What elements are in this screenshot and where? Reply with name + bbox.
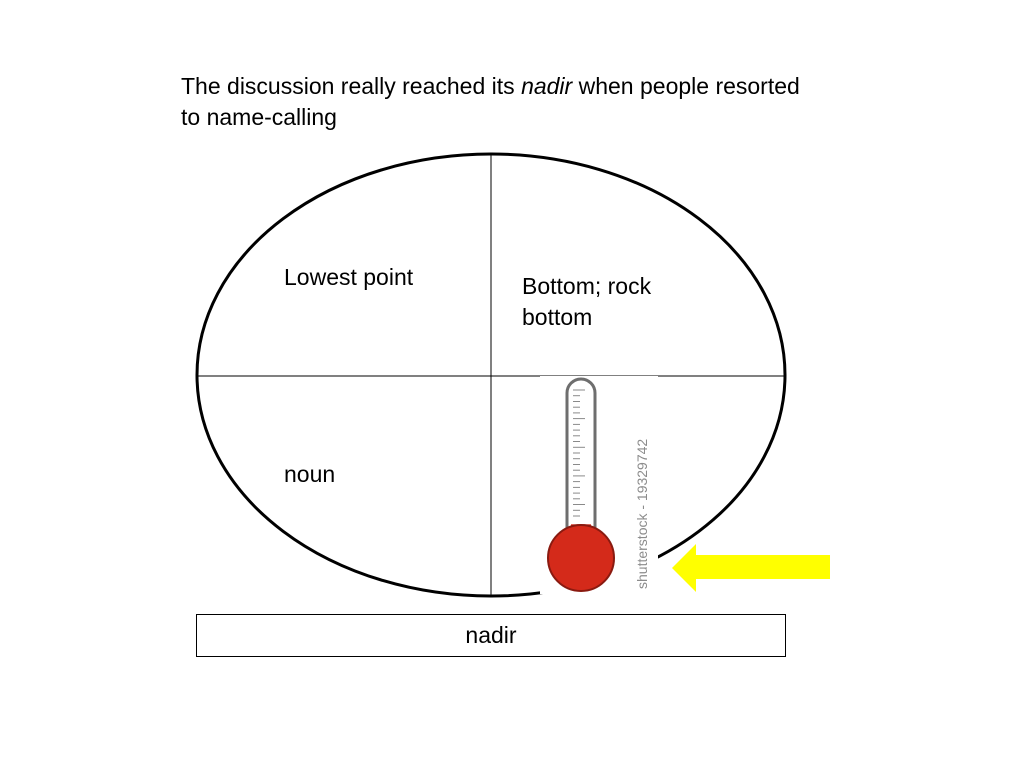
example-sentence: The discussion really reached its nadir … xyxy=(181,71,801,133)
quadrant-part-of-speech: noun xyxy=(284,461,336,487)
watermark-text: shutterstock - 19329742 xyxy=(634,439,650,589)
sentence-emphasis: nadir xyxy=(521,73,573,99)
thermometer-scale xyxy=(573,389,585,517)
arrow-shape xyxy=(672,544,830,592)
thermometer-bulb xyxy=(547,524,615,592)
arrow-left-icon xyxy=(672,544,830,592)
sentence-before: The discussion really reached its xyxy=(181,73,522,99)
vocabulary-word-box: nadir xyxy=(196,614,786,657)
thermometer-icon: shutterstock - 19329742 xyxy=(540,376,658,594)
vocabulary-word: nadir xyxy=(465,622,517,648)
sentence-after: when people resorted to name-calling xyxy=(181,73,800,130)
quadrant-definition: Lowest point xyxy=(284,264,414,290)
thermometer-tube xyxy=(565,377,597,551)
quadrant-synonyms: Bottom; rock bottom xyxy=(522,273,652,330)
